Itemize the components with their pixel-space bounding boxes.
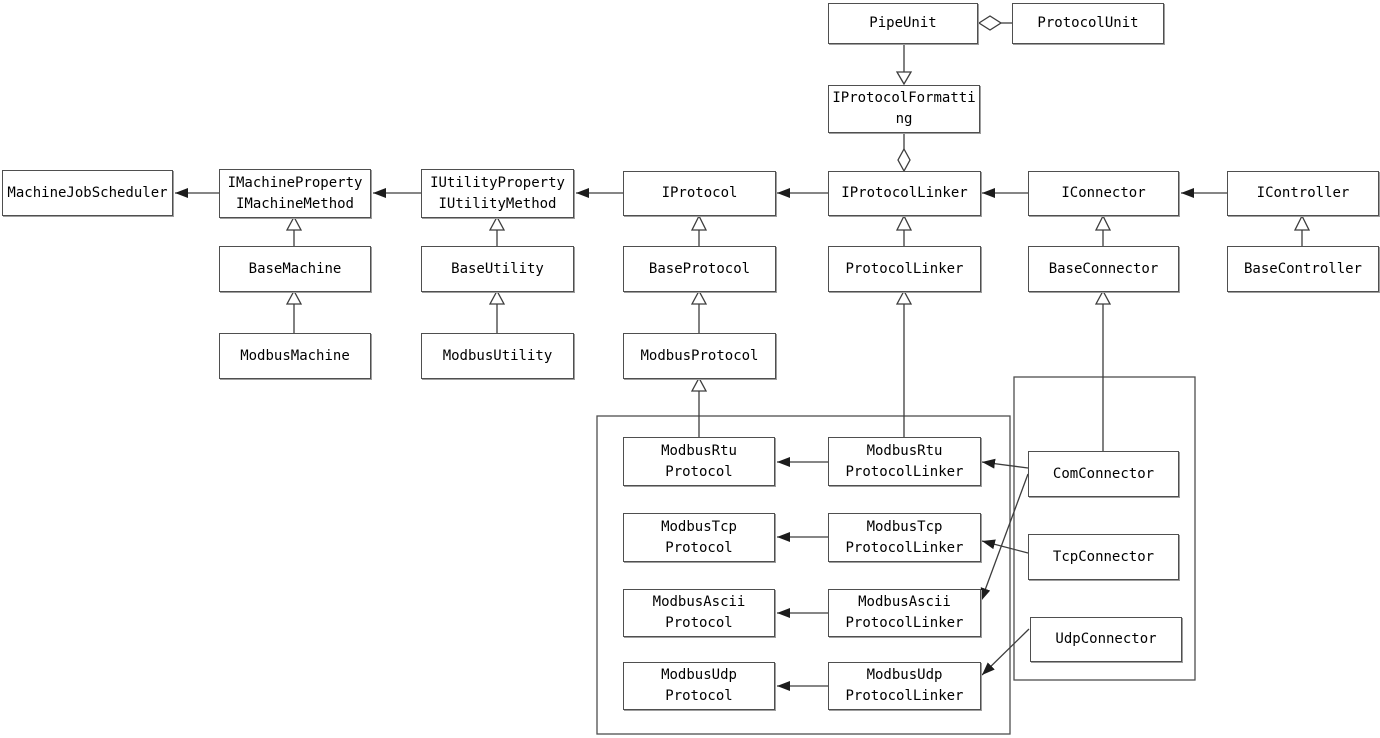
class-box-modbus-tcp-protocol-linker: ModbusTcp ProtocolLinker [828,513,981,562]
class-box-modbus-tcp-protocol: ModbusTcp Protocol [623,513,775,562]
class-box-modbus-udp-protocol: ModbusUdp Protocol [623,662,775,710]
class-box-base-machine: BaseMachine [219,246,371,292]
class-box-modbus-utility: ModbusUtility [421,333,574,379]
class-box-base-controller: BaseController [1227,246,1379,292]
class-box-com-connector: ComConnector [1028,451,1179,497]
class-box-modbus-rtu-protocol-linker: ModbusRtu ProtocolLinker [828,437,981,486]
class-box-modbus-machine: ModbusMachine [219,333,371,379]
class-box-modbus-ascii-protocol-linker: ModbusAscii ProtocolLinker [828,589,981,637]
class-box-modbus-ascii-protocol: ModbusAscii Protocol [623,589,775,637]
class-box-imachine-property-method: IMachineProperty IMachineMethod [219,169,371,218]
class-box-tcp-connector: TcpConnector [1028,534,1179,580]
class-box-modbus-protocol: ModbusProtocol [623,333,776,379]
class-box-protocol-linker: ProtocolLinker [828,246,981,292]
class-box-base-protocol: BaseProtocol [623,246,776,292]
class-box-udp-connector: UdpConnector [1030,617,1182,662]
class-box-protocol-unit: ProtocolUnit [1012,3,1164,44]
class-box-icontroller: IController [1227,171,1379,216]
class-box-iprotocol: IProtocol [623,171,776,216]
class-box-base-connector: BaseConnector [1028,246,1179,292]
class-box-base-utility: BaseUtility [421,246,574,292]
connector-group-frame [1013,376,1196,681]
class-box-iutility-property-method: IUtilityProperty IUtilityMethod [421,169,574,218]
class-box-pipe-unit: PipeUnit [828,3,978,44]
modbus-protocol-group-frame [596,415,1011,735]
class-box-machine-job-scheduler: MachineJobScheduler [2,170,173,216]
class-box-modbus-udp-protocol-linker: ModbusUdp ProtocolLinker [828,662,981,710]
class-box-iprotocol-formatting: IProtocolFormatti ng [828,85,980,133]
class-box-iconnector: IConnector [1028,171,1179,216]
class-box-iprotocol-linker: IProtocolLinker [828,171,981,216]
class-box-modbus-rtu-protocol: ModbusRtu Protocol [623,437,775,486]
